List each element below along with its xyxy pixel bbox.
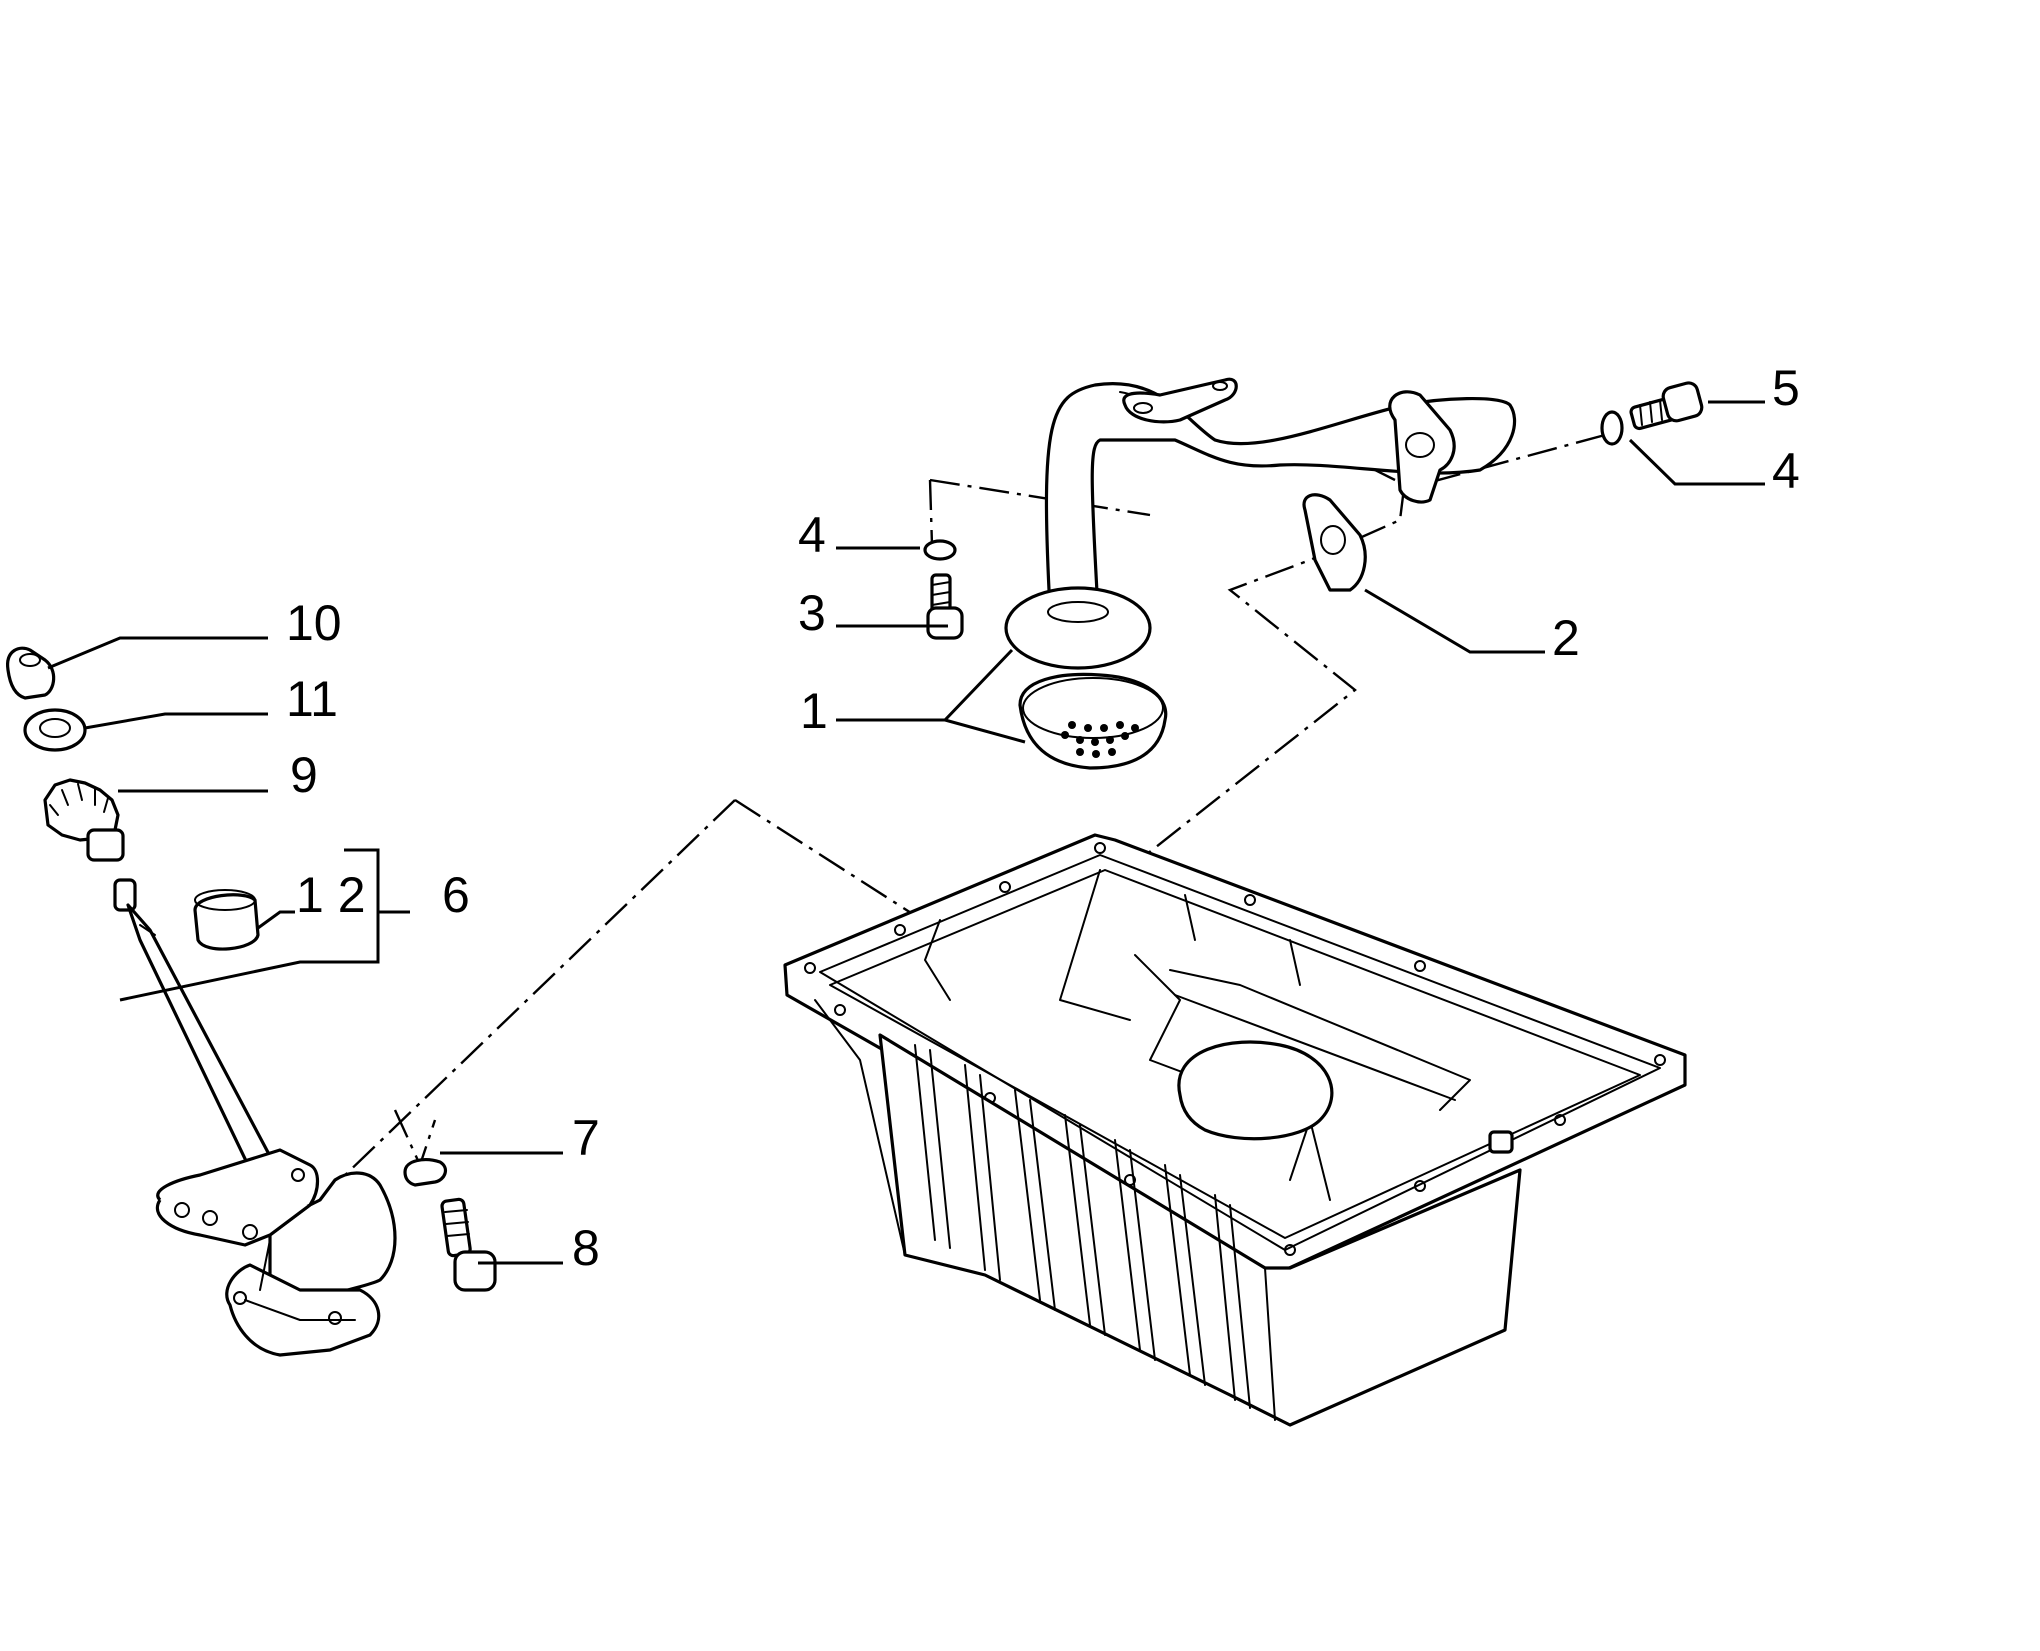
washer-part-4-right: [1600, 410, 1624, 446]
callout-10: 10: [286, 595, 342, 651]
callout-4-left: 4: [798, 507, 826, 563]
gear-part-9: [43, 778, 125, 862]
callout-4-right: 4: [1772, 443, 1800, 499]
bolt-part-8: [440, 1197, 497, 1292]
callout-12: 1 2: [296, 867, 366, 923]
bolt-part-5: [1629, 381, 1704, 431]
callout-labels: 1 2 3 4 4 5 6 7 8 9 10 11 1 2: [286, 360, 1800, 1276]
oil-pickup-tube: [1004, 377, 1517, 770]
bushing-part-12: [193, 889, 260, 951]
nut-part-10: [6, 646, 56, 700]
washer-part-11: [23, 708, 87, 752]
gasket-part-2: [1302, 493, 1367, 592]
callout-11: 11: [286, 671, 338, 727]
callout-5: 5: [1772, 360, 1800, 416]
oil-pan: [783, 833, 1687, 1427]
callout-1: 1: [800, 683, 828, 739]
strainer-mesh: [1061, 721, 1139, 758]
callout-8: 8: [572, 1220, 600, 1276]
leader-lines: [47, 400, 1765, 1265]
callout-3: 3: [798, 585, 826, 641]
callout-2: 2: [1552, 610, 1580, 666]
clip-part-7: [403, 1158, 448, 1187]
callout-6: 6: [442, 867, 470, 923]
oil-pump-body: [155, 1148, 397, 1357]
flange-bolt-holes: [804, 842, 1666, 1256]
callout-7: 7: [572, 1110, 600, 1166]
washer-part-4-left: [923, 539, 957, 561]
bolt-part-3: [926, 573, 964, 640]
callout-9: 9: [290, 747, 318, 803]
sump-ribs: [914, 1044, 1276, 1421]
